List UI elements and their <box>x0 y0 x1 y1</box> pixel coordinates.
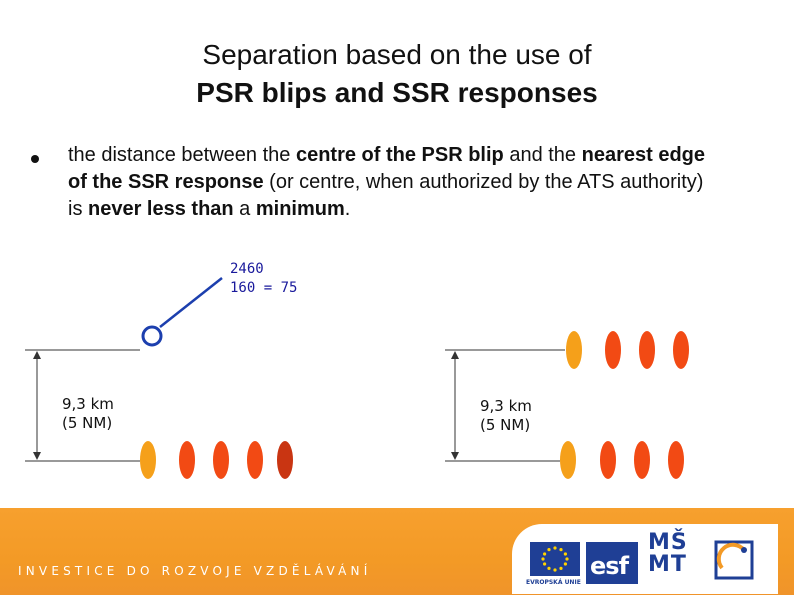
logo-panel: EVROPSKÁ UNIE esf MŠ MT <box>512 524 778 594</box>
leader-line <box>159 277 223 328</box>
msmt-logo-line-2: MT <box>648 552 687 577</box>
msmt-logo-line-1: MŠ <box>648 530 688 555</box>
bullet-text-part: the distance between the <box>68 144 296 166</box>
footer-banner: INVESTICE DO ROZVOJE VZDĚLÁVÁNÍ EVROPSKÁ… <box>0 508 794 595</box>
ssr-response-mark <box>213 441 229 479</box>
esf-logo: esf <box>586 542 638 584</box>
right-arrow-head-up <box>451 351 459 359</box>
bullet-text-part: (or centre, when authorized by the ATS a… <box>68 171 704 220</box>
ssr-response-mark <box>673 331 689 369</box>
ssr-response-mark <box>566 331 582 369</box>
squawk-code: 2460 <box>230 261 264 277</box>
bullet-emphasis: centre of the PSR blip <box>295 144 504 166</box>
bullet-emphasis: minimum <box>255 198 345 220</box>
left-arrow-head-up <box>33 351 41 359</box>
bullet-dot-icon <box>31 155 39 163</box>
left-distance-label: 9,3 km (5 NM) <box>62 395 114 433</box>
right-distance-km: 9,3 km <box>480 397 532 415</box>
ssr-response-mark <box>277 441 293 479</box>
eu-flag-icon <box>530 542 580 576</box>
left-distance-km: 9,3 km <box>62 395 114 413</box>
ssr-response-mark <box>560 441 576 479</box>
ssr-response-mark <box>605 331 621 369</box>
psr-blip-icon <box>141 325 163 347</box>
ssr-response-mark <box>600 441 616 479</box>
left-distance-nm: (5 NM) <box>62 414 113 432</box>
right-distance-label: 9,3 km (5 NM) <box>480 397 532 435</box>
right-arrow-head-down <box>451 452 459 460</box>
bullet-text: the distance between the centre of the P… <box>68 142 708 223</box>
title-line-2: PSR blips and SSR responses <box>196 77 598 108</box>
separation-diagram <box>25 277 689 479</box>
ssr-response-mark <box>634 441 650 479</box>
ssr-response-mark <box>179 441 195 479</box>
bullet-text-part: a <box>233 198 256 220</box>
bullet-text-part: . <box>344 198 351 220</box>
ssr-response-mark <box>668 441 684 479</box>
eu-caption: EVROPSKÁ UNIE <box>526 579 581 586</box>
bullet-emphasis: nearest edge of the SSR response <box>68 144 705 193</box>
ssr-response-mark <box>140 441 156 479</box>
msmt-logo: MŠ MT <box>648 532 688 576</box>
ssr-label-block: 2460 160 = 75 <box>230 260 297 298</box>
ssr-response-mark <box>639 331 655 369</box>
flight-level: 160 = 75 <box>230 280 298 296</box>
op-vk-logo-icon <box>712 538 756 582</box>
left-arrow-head-down <box>33 452 41 460</box>
title-line-1: Separation based on the use of <box>202 39 592 70</box>
bullet-emphasis: never less than <box>88 198 234 220</box>
slide-title: Separation based on the use of PSR blips… <box>0 36 794 112</box>
bullet-text-part: and the <box>503 144 582 166</box>
esf-logo-text: esf <box>590 552 629 580</box>
footer-text: INVESTICE DO ROZVOJE VZDĚLÁVÁNÍ <box>18 564 372 578</box>
right-distance-nm: (5 NM) <box>480 416 531 434</box>
ssr-response-mark <box>247 441 263 479</box>
